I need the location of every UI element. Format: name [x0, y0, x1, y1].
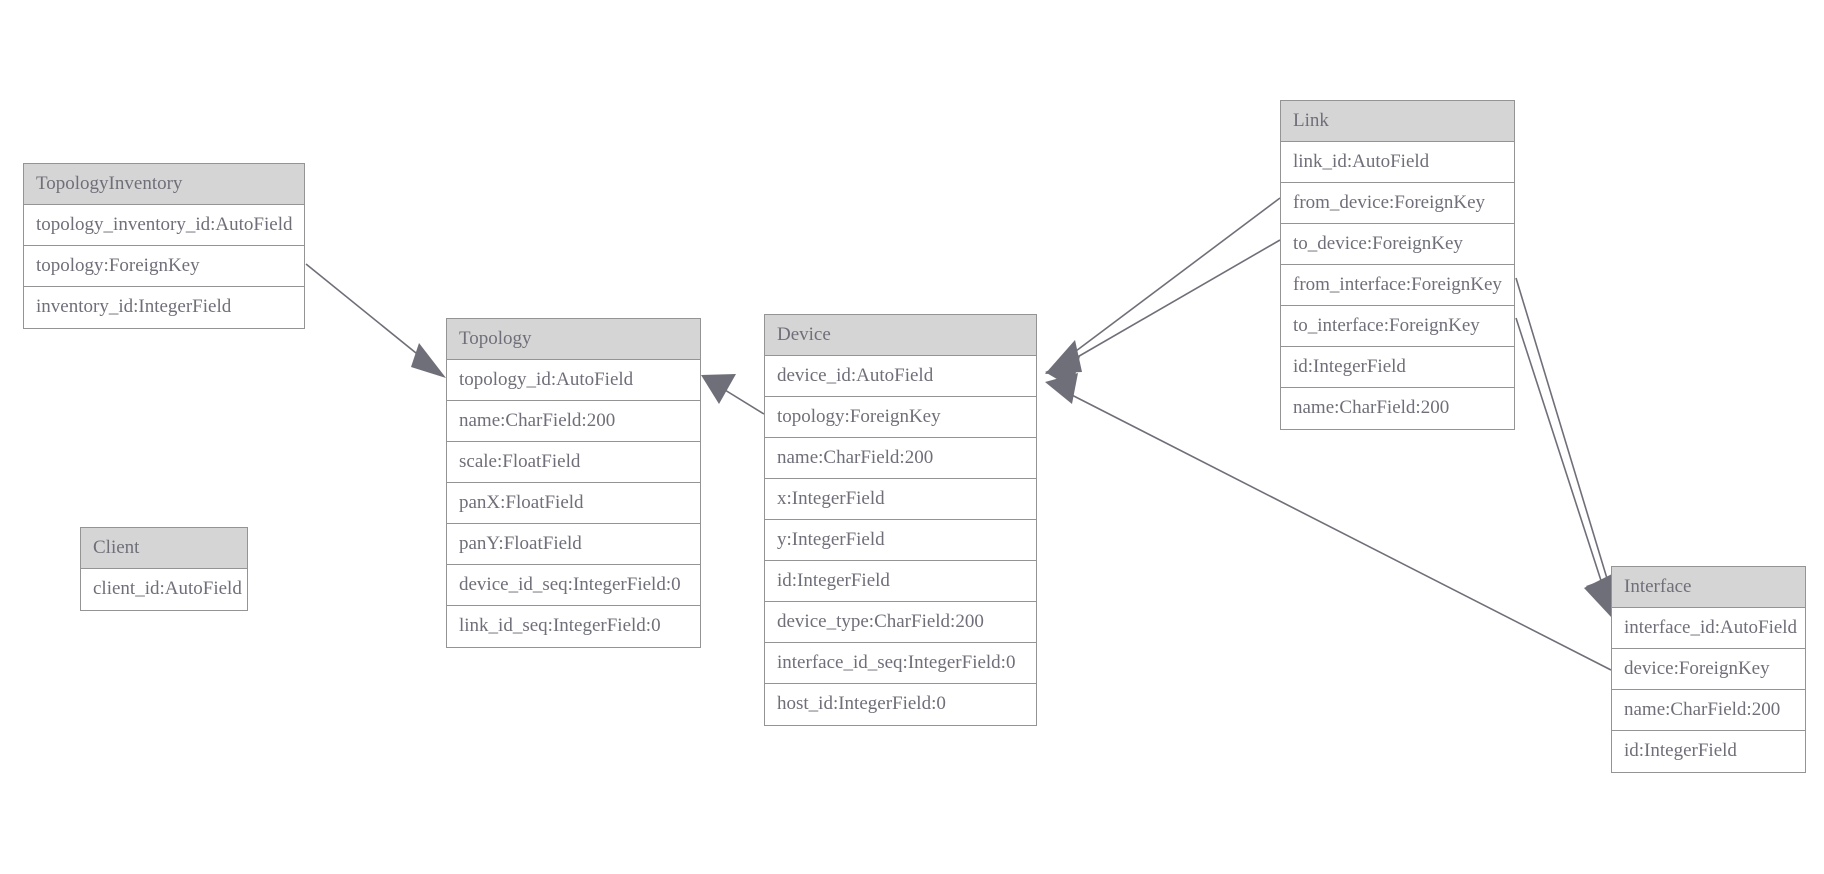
entity-field-row[interactable]: host_id:IntegerField:0	[765, 684, 1036, 725]
entity-field-row[interactable]: id:IntegerField	[1281, 347, 1514, 388]
entity-title-link: Link	[1281, 101, 1514, 142]
entity-field-row[interactable]: device_id:AutoField	[765, 356, 1036, 397]
entity-field-row[interactable]: topology_id:AutoField	[447, 360, 700, 401]
entity-field-row[interactable]: y:IntegerField	[765, 520, 1036, 561]
entity-field-row[interactable]: from_interface:ForeignKey	[1281, 265, 1514, 306]
entity-field-row[interactable]: topology:ForeignKey	[24, 246, 304, 287]
entity-title-interface: Interface	[1612, 567, 1805, 608]
entity-field-row[interactable]: device_type:CharField:200	[765, 602, 1036, 643]
entity-field-row[interactable]: x:IntegerField	[765, 479, 1036, 520]
edge-link-from-device	[1045, 197, 1281, 374]
entity-field-row[interactable]: name:CharField:200	[1281, 388, 1514, 429]
entity-field-row[interactable]: name:CharField:200	[765, 438, 1036, 479]
edge-link-to-interface	[1515, 317, 1614, 618]
entity-field-row[interactable]: panX:FloatField	[447, 483, 700, 524]
entity-field-row[interactable]: interface_id_seq:IntegerField:0	[765, 643, 1036, 684]
entity-field-row[interactable]: name:CharField:200	[1612, 690, 1805, 731]
entity-field-row[interactable]: panY:FloatField	[447, 524, 700, 565]
entity-field-row[interactable]: link_id_seq:IntegerField:0	[447, 606, 700, 647]
entity-field-row[interactable]: device_id_seq:IntegerField:0	[447, 565, 700, 606]
edge-link-to-device	[1045, 239, 1281, 388]
entity-field-row[interactable]: interface_id:AutoField	[1612, 608, 1805, 649]
edge-device-topology	[701, 374, 765, 415]
entity-field-row[interactable]: scale:FloatField	[447, 442, 700, 483]
entity-field-row[interactable]: id:IntegerField	[1612, 731, 1805, 772]
edge-topologyinventory-topology	[305, 263, 446, 378]
entity-field-row[interactable]: inventory_id:IntegerField	[24, 287, 304, 328]
entity-title-topology: Topology	[447, 319, 700, 360]
entity-title-client: Client	[81, 528, 247, 569]
entity-title-device: Device	[765, 315, 1036, 356]
entity-field-row[interactable]: from_device:ForeignKey	[1281, 183, 1514, 224]
entity-field-row[interactable]: to_device:ForeignKey	[1281, 224, 1514, 265]
entity-field-row[interactable]: topology_inventory_id:AutoField	[24, 205, 304, 246]
entity-field-row[interactable]: id:IntegerField	[765, 561, 1036, 602]
edge-link-from-interface	[1515, 277, 1613, 618]
entity-field-row[interactable]: client_id:AutoField	[81, 569, 247, 610]
entity-field-row[interactable]: to_interface:ForeignKey	[1281, 306, 1514, 347]
entity-title-topologyinventory: TopologyInventory	[24, 164, 304, 205]
entity-field-row[interactable]: topology:ForeignKey	[765, 397, 1036, 438]
entity-field-row[interactable]: device:ForeignKey	[1612, 649, 1805, 690]
entity-field-row[interactable]: name:CharField:200	[447, 401, 700, 442]
entity-field-row[interactable]: link_id:AutoField	[1281, 142, 1514, 183]
